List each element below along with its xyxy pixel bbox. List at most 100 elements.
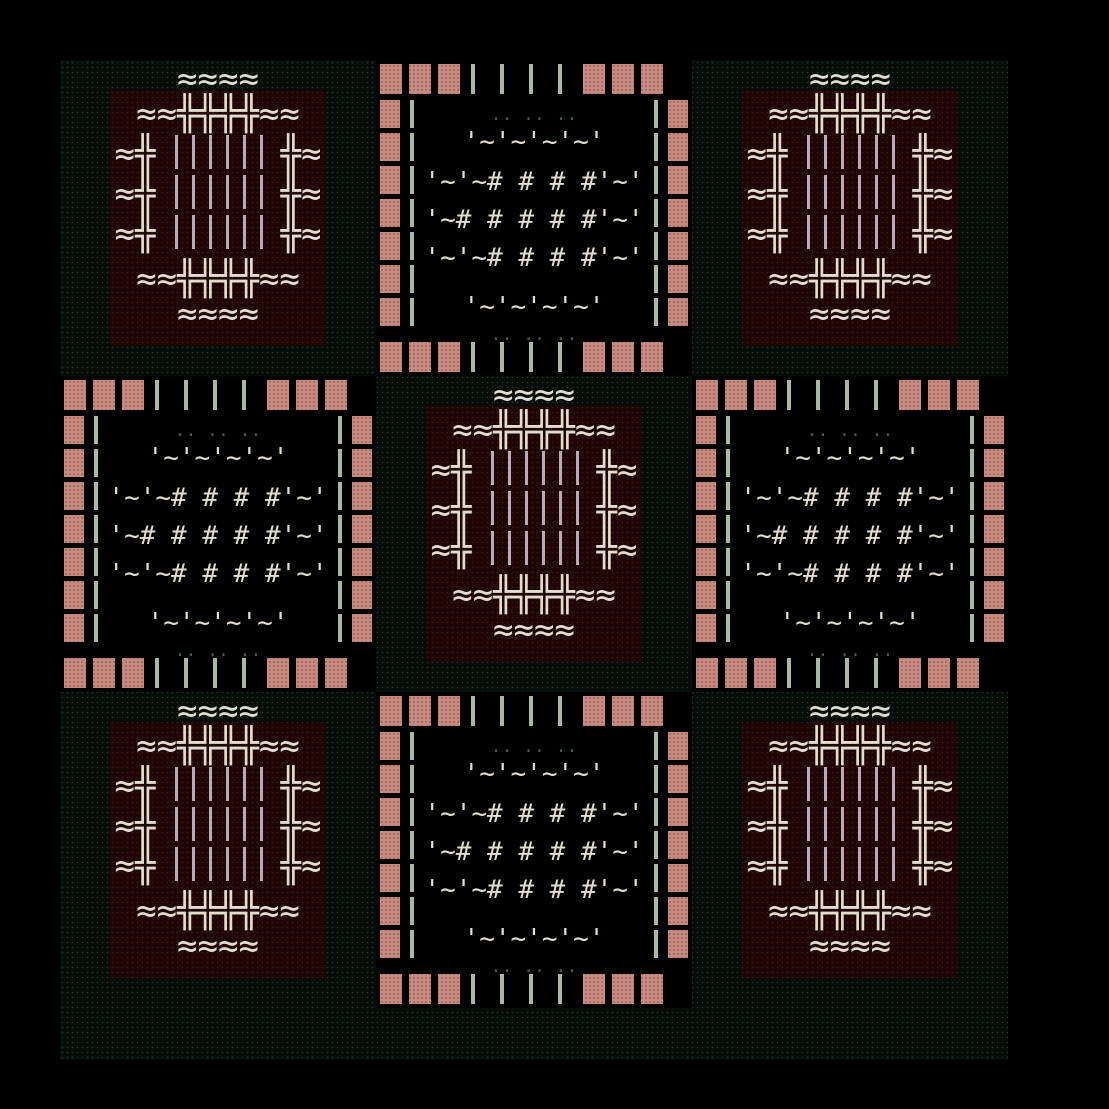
wave-glyph-row: ≈≈≈≈: [809, 294, 891, 334]
wave-bar: [841, 135, 844, 169]
sage-bar: [845, 380, 849, 410]
salmon-tile: [64, 482, 84, 510]
wave-glyph-row: ╬≈: [912, 213, 954, 254]
salmon-tile: [380, 765, 400, 793]
wave-glyph-row: ≈╬: [431, 529, 472, 570]
salmon-tile: [984, 548, 1004, 576]
sage-bar: [184, 658, 188, 688]
sage-bar: [242, 658, 246, 688]
tilde-row: '~'~'~'~': [148, 608, 289, 638]
salmon-tile: [984, 482, 1004, 510]
wave-glyph-row: ╬≈: [280, 805, 322, 846]
sage-bar: [654, 798, 658, 826]
sage-bar: [155, 658, 159, 688]
sage-bar: [410, 232, 414, 260]
wave-bar: [260, 215, 263, 249]
salmon-tile: [725, 658, 747, 688]
sage-bar: [338, 581, 342, 609]
salmon-tile: [612, 974, 634, 1004]
wave-bar: [243, 135, 246, 169]
sage-bar: [529, 974, 533, 1004]
salmon-tile: [612, 696, 634, 726]
sage-bar: [726, 614, 730, 642]
salmon-tile: [267, 380, 289, 410]
salmon-tile: [668, 298, 688, 326]
wave-bar: [875, 767, 878, 801]
sage-bar: [471, 342, 475, 372]
sage-bar: [654, 232, 658, 260]
wave-bar: [192, 807, 195, 841]
wave-bar: [841, 175, 844, 209]
wave-bar: [243, 807, 246, 841]
wave-bar: [209, 767, 212, 801]
wave-glyph-row: ≈≈╬╬╬╬≈≈: [768, 890, 932, 931]
dots-row: .. .. ..: [807, 420, 894, 441]
sage-bar: [970, 515, 974, 543]
salmon-tile: [409, 342, 431, 372]
sage-bar: [338, 482, 342, 510]
wave-bar: [192, 215, 195, 249]
sage-bar: [471, 64, 475, 94]
salmon-tile: [928, 380, 950, 410]
salmon-tile: [668, 765, 688, 793]
wave-glyph-row: ≈╬: [115, 805, 156, 846]
wave-bar: [841, 847, 844, 881]
tilde-row: '~'~'~'~': [464, 127, 605, 157]
salmon-tile: [409, 974, 431, 1004]
hash-row: '~'~# # # #'~': [740, 559, 959, 589]
wave-bar: [192, 847, 195, 881]
wave-bar: [525, 531, 528, 565]
salmon-tile: [352, 449, 372, 477]
salmon-tile: [380, 974, 402, 1004]
wave-bar: [260, 847, 263, 881]
sage-bar: [500, 64, 504, 94]
wave-bar: [243, 215, 246, 249]
sage-bar: [654, 831, 658, 859]
sage-bar: [654, 100, 658, 128]
wave-bar: [824, 215, 827, 249]
salmon-tile: [696, 581, 716, 609]
sage-bar: [558, 696, 562, 726]
hash-row: '~# # # # #'~': [108, 521, 327, 551]
sage-bar: [654, 930, 658, 958]
sage-bar: [845, 658, 849, 688]
salmon-tile: [438, 64, 460, 94]
wave-bar: [260, 175, 263, 209]
sage-bar: [726, 416, 730, 444]
wave-bar: [824, 847, 827, 881]
dots-row: .. .. ..: [491, 324, 578, 345]
wave-bar: [226, 175, 229, 209]
edge-strip: [60, 1008, 376, 1060]
sage-bar: [816, 380, 820, 410]
wave-bar: [858, 767, 861, 801]
wave-bar: [226, 847, 229, 881]
salmon-tile: [984, 416, 1004, 444]
salmon-tile: [696, 658, 718, 688]
wave-bar: [807, 215, 810, 249]
sage-bar: [558, 974, 562, 1004]
salmon-tile: [380, 298, 400, 326]
sage-bar: [970, 416, 974, 444]
sage-bar: [654, 897, 658, 925]
hash-row: '~'~# # # #'~': [424, 167, 643, 197]
wave-glyph-row: ╬≈: [280, 845, 322, 886]
wave-glyph-row: ╬≈: [280, 133, 322, 174]
sage-bar: [500, 342, 504, 372]
salmon-tile: [352, 581, 372, 609]
wave-glyph-row: ╬≈: [912, 805, 954, 846]
wave-bar: [892, 767, 895, 801]
wave-glyph-row: ╬≈: [280, 765, 322, 806]
wave-bar: [508, 451, 511, 485]
wave-bar: [576, 491, 579, 525]
sage-bar: [726, 449, 730, 477]
salmon-tile: [899, 658, 921, 688]
wave-bar: [807, 135, 810, 169]
wave-glyph-row: ≈╬: [747, 805, 788, 846]
sage-bar: [94, 515, 98, 543]
salmon-tile: [984, 614, 1004, 642]
wave-block-field: [742, 90, 958, 346]
sage-bar: [816, 658, 820, 688]
hash-row: '~'~# # # #'~': [424, 875, 643, 905]
salmon-tile: [668, 897, 688, 925]
salmon-tile: [93, 380, 115, 410]
